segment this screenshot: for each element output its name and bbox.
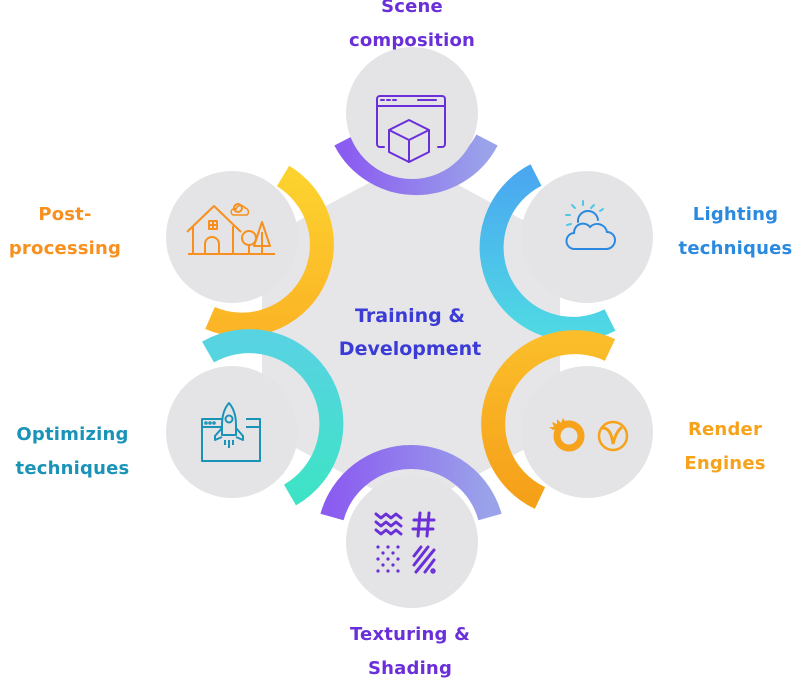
node-circle-render-engines[interactable] — [521, 366, 653, 498]
arc-scene-composition — [334, 134, 498, 196]
arc-optimizing-techniques — [202, 329, 344, 506]
texture-patterns-icon — [374, 511, 436, 574]
label-texturing-shading[interactable]: Texturing & Shading — [349, 624, 471, 679]
render-engine-logos-icon — [549, 418, 629, 452]
label-post-processing[interactable]: Post- processing — [8, 204, 122, 259]
house-landscape-icon — [186, 203, 275, 255]
arc-render-engines — [481, 330, 616, 509]
arc-texturing-shading — [320, 445, 502, 521]
node-circle-scene-composition[interactable] — [346, 47, 478, 179]
center-title-line2: Development — [338, 338, 482, 360]
center-title: Training & Development — [300, 300, 520, 366]
node-circle-optimizing-techniques[interactable] — [166, 366, 298, 498]
sun-cloud-icon — [565, 200, 617, 250]
label-render-engines[interactable]: Render Engines — [684, 419, 766, 474]
rocket-browser-icon — [201, 402, 261, 462]
browser-cube-icon — [376, 95, 446, 163]
label-scene-composition[interactable]: Scene composition — [348, 0, 476, 51]
node-circle-lighting-techniques[interactable] — [521, 171, 653, 303]
arc-lighting-techniques — [479, 164, 616, 341]
label-lighting-techniques[interactable]: Lighting techniques — [678, 204, 793, 259]
center-title-line1: Training & — [355, 305, 465, 327]
label-optimizing-techniques[interactable]: Optimizing techniques — [15, 424, 130, 479]
arc-post-processing — [205, 165, 334, 337]
node-circle-texturing-shading[interactable] — [346, 476, 478, 608]
